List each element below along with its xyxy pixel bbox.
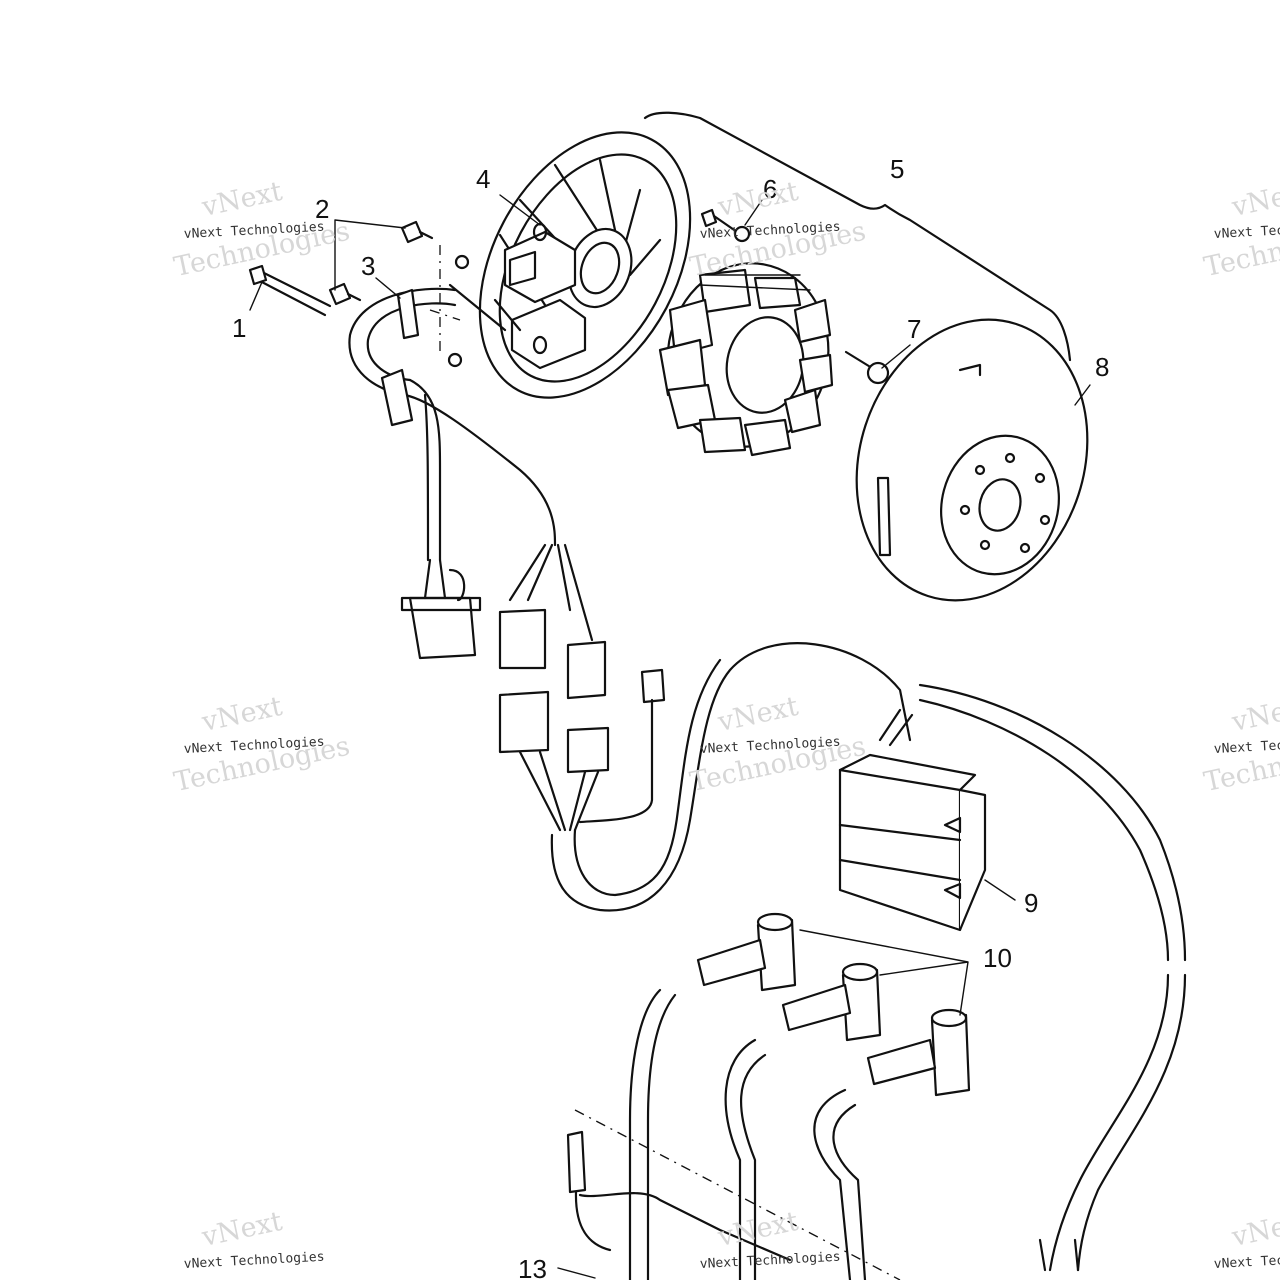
callout-4: 4: [476, 164, 490, 194]
svg-text:vNext: vNext: [198, 176, 285, 223]
callout-5: 5: [890, 154, 904, 184]
callout-7: 7: [907, 314, 921, 344]
regulator-box: [838, 753, 987, 932]
wire-harness: [348, 245, 557, 562]
watermark-text-6: vNext Technologies: [1213, 735, 1280, 757]
watermark-text-2: vNext Technologies: [699, 220, 840, 242]
watermark-text-8: vNext Technologies: [699, 1250, 840, 1272]
regulator-harness: [550, 642, 1187, 1272]
watermark-text-9: vNext Technologies: [1213, 1250, 1280, 1272]
watermark-text-5: vNext Technologies: [699, 735, 840, 757]
watermark-9: vNext: [1228, 1206, 1280, 1253]
leader-lines: [249, 111, 1091, 1279]
callout-13: 13: [518, 1254, 547, 1280]
svg-text:vNext: vNext: [198, 691, 285, 738]
callout-labels: 1 2 3 4 5 6 7 8 9 10 13: [232, 154, 1109, 1284]
ignition-leads: [566, 988, 1080, 1282]
svg-text:vNext: vNext: [1228, 691, 1280, 738]
callout-2: 2: [315, 194, 329, 224]
connector-group: [400, 543, 666, 832]
watermark-7: vNext: [198, 1206, 285, 1253]
watermark-text-1: vNext Technologies: [183, 220, 324, 242]
callout-9: 9: [1024, 888, 1038, 918]
watermark-text-7: vNext Technologies: [183, 1250, 324, 1272]
watermark-text-4: vNext Technologies: [183, 735, 324, 757]
spark-plug-caps: [696, 912, 971, 1097]
svg-text:vNext: vNext: [714, 176, 801, 223]
svg-text:vNext: vNext: [1228, 176, 1280, 223]
svg-text:vNext: vNext: [198, 1206, 285, 1253]
stator-plate: [448, 131, 692, 399]
callout-3: 3: [361, 251, 375, 281]
svg-text:vNext: vNext: [714, 691, 801, 738]
callout-8: 8: [1095, 352, 1109, 382]
watermark-text-3: vNext Technologies: [1213, 220, 1280, 242]
stator-windings: [658, 262, 834, 457]
flywheel: [855, 318, 1089, 602]
callout-10: 10: [983, 943, 1012, 973]
svg-text:vNext: vNext: [1228, 1206, 1280, 1253]
callout-6: 6: [763, 174, 777, 204]
callout-1: 1: [232, 313, 246, 343]
